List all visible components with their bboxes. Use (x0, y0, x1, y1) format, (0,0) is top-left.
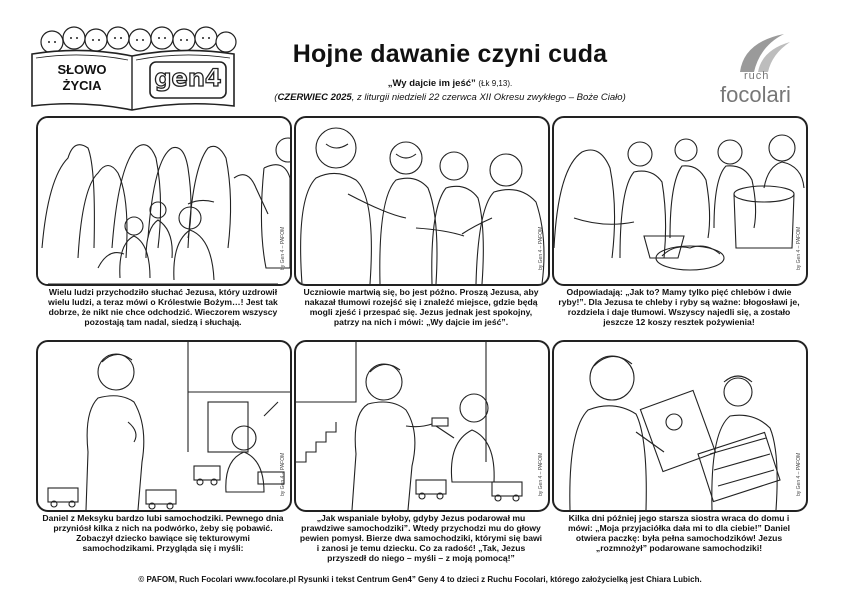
panel-1-caption: Wielu ludzi przychodziło słuchać Jezusa,… (48, 287, 278, 327)
comic-panel-2 (294, 116, 550, 286)
panel-5-caption: „Jak wspaniale byłoby, gdyby Jezus podar… (299, 513, 543, 563)
quote-text: „Wy dajcie im jeść” (387, 78, 476, 89)
panel-2-caption: Uczniowie martwią się, bo jest późno. Pr… (303, 287, 539, 327)
disciples-talking-to-jesus-illustration (300, 127, 545, 284)
focolari-swoosh-icon (740, 34, 790, 72)
jesus-blessing-bread-and-fish-illustration (554, 134, 805, 271)
panel-credit: by Gen 4 – PAFOM (796, 452, 802, 496)
comic-panel-1 (36, 116, 292, 286)
comic-panel-5 (294, 340, 550, 512)
slowo-zycia-gen4-logo: SŁOWO ŻYCIA gen4 (22, 24, 252, 112)
daniel-giving-cars-illustration (296, 342, 523, 510)
focolari-name: focolari (720, 82, 791, 107)
daniel-watching-child-play-illustration (47, 342, 290, 510)
book-with-children-icon (31, 26, 237, 111)
logo-line-zycia: ŻYCIA (62, 78, 102, 93)
panel-credit: by Gen 4 – PAFOM (280, 452, 286, 496)
liturgy-prefix: ( (274, 92, 278, 103)
comic-panel-3 (552, 116, 808, 286)
panel-credit: by Gen 4 – PAFOM (280, 226, 286, 270)
comic-panel-6 (552, 340, 808, 512)
quote-reference: (Łk 9,13). (478, 79, 513, 88)
sister-brings-package-illustration (569, 355, 781, 510)
footer-copyright: © PAFOM, Ruch Focolari www.focolare.pl R… (138, 575, 702, 584)
focolari-ruch: ruch (744, 70, 770, 82)
panel-credit: by Gen 4 – PAFOM (538, 452, 544, 496)
panel-4-caption: Daniel z Meksyku bardzo lubi samochodzik… (42, 513, 284, 553)
panel-3-caption: Odpowiadają: „Jak to? Mamy tylko pięć ch… (558, 287, 800, 327)
crowd-listening-jesus-illustration (38, 118, 290, 284)
logo-line-slowo: SŁOWO (57, 62, 107, 77)
panel-credit: by Gen 4 – PAFOM (796, 226, 802, 270)
page-title: Hojne dawanie czyni cuda (292, 40, 608, 68)
panel-credit: by Gen 4 – PAFOM (538, 226, 544, 270)
comic-panel-4 (36, 340, 292, 512)
scripture-quote: „Wy dajcie im jeść” (Łk 9,13). (240, 78, 660, 89)
liturgy-info: (CZERWIEC 2025, z liturgii niedzieli 22 … (240, 92, 660, 103)
liturgy-rest: , z liturgii niedzieli 22 czerwca XII Ok… (351, 92, 626, 103)
logo-brand-gen4: gen4 (154, 63, 223, 92)
focolari-logo: ruch focolari (700, 28, 820, 108)
liturgy-month: CZERWIEC 2025 (277, 92, 352, 103)
panel-6-caption: Kilka dni później jego starsza siostra w… (567, 513, 791, 553)
